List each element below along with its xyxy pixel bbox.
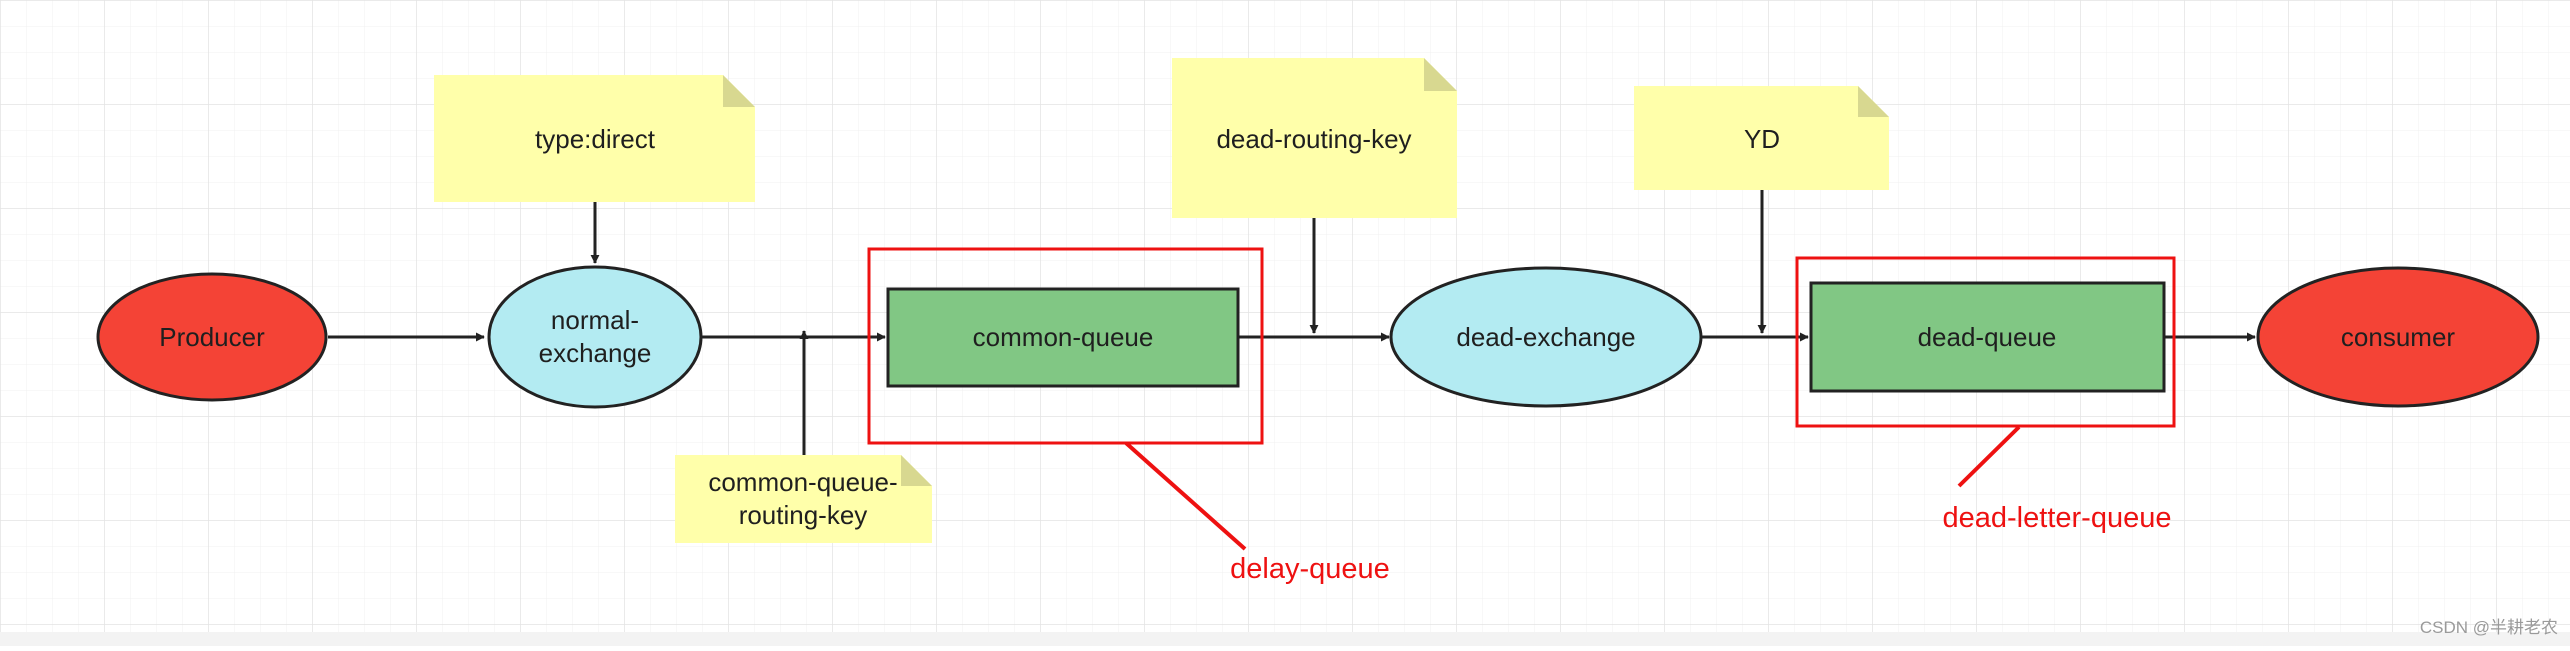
- consumer-label: consumer: [2341, 322, 2455, 352]
- watermark-text: CSDN @半耕老农: [2420, 618, 2558, 637]
- dead-letter-queue-highlight-box: [1795, 256, 2176, 428]
- common-queue-node: common-queue: [886, 287, 1240, 388]
- producer-node: Producer: [96, 272, 328, 402]
- common-queue-label: common-queue: [973, 322, 1154, 352]
- consumer-node: consumer: [2256, 266, 2540, 408]
- note-common-queue-routing-key-line1: common-queue-: [708, 467, 897, 497]
- producer-label: Producer: [159, 322, 265, 352]
- normal-exchange-node: normal- exchange: [487, 265, 703, 409]
- note-dead-routing-key: dead-routing-key: [1172, 58, 1457, 218]
- note-type-direct-text: type:direct: [535, 124, 656, 154]
- delay-queue-highlight-box: [867, 247, 1264, 445]
- note-common-queue-routing-key: common-queue- routing-key: [675, 455, 932, 543]
- dead-letter-queue-pointer-line: [1957, 425, 2021, 488]
- dead-letter-queue-label: dead-letter-queue: [1943, 502, 2172, 534]
- note-yd: YD: [1634, 86, 1889, 190]
- delay-queue-label: delay-queue: [1230, 553, 1390, 585]
- dead-exchange-label: dead-exchange: [1456, 322, 1635, 352]
- dead-exchange-node: dead-exchange: [1389, 266, 1703, 408]
- delay-queue-pointer-line: [1124, 441, 1247, 551]
- note-common-queue-routing-key-line2: routing-key: [739, 500, 868, 530]
- note-type-direct: type:direct: [434, 75, 755, 202]
- bottom-scroll-strip: [0, 632, 2570, 646]
- note-yd-text: YD: [1744, 124, 1780, 154]
- normal-exchange-label-line2: exchange: [539, 338, 652, 368]
- dead-queue-label: dead-queue: [1918, 322, 2057, 352]
- note-dead-routing-key-text: dead-routing-key: [1216, 124, 1411, 154]
- normal-exchange-label-line1: normal-: [551, 305, 639, 335]
- dead-queue-node: dead-queue: [1809, 281, 2166, 393]
